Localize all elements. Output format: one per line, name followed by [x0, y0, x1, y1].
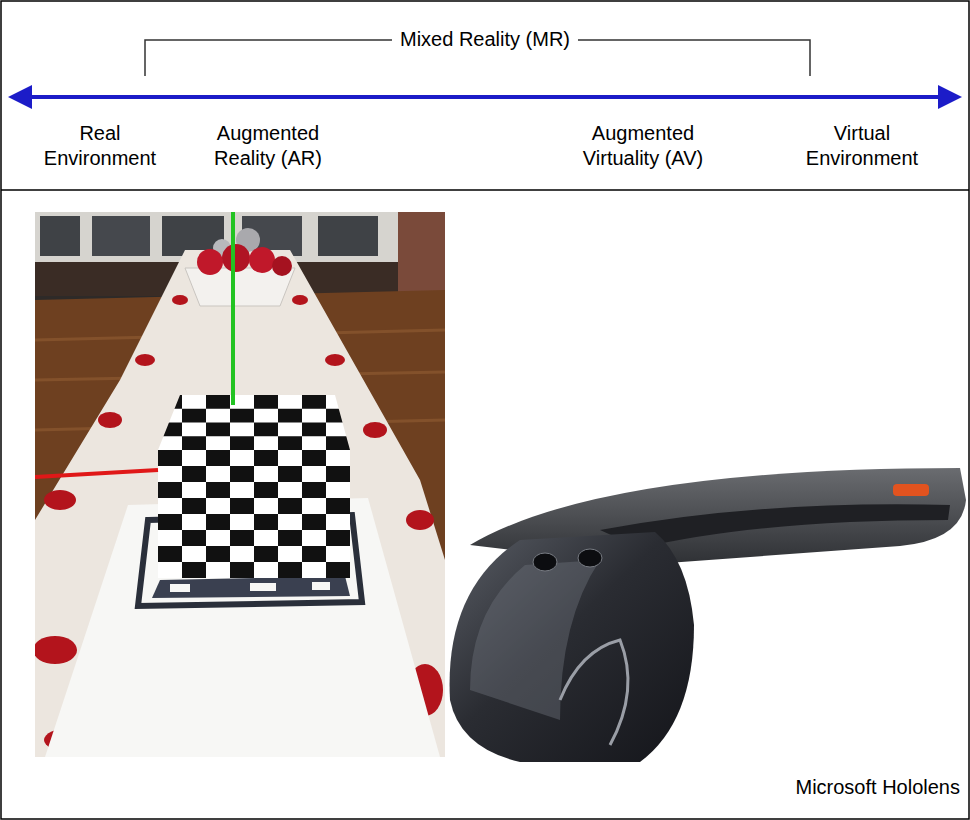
- photo-background: [35, 212, 445, 757]
- scale-label: Virtual Environment: [792, 121, 932, 171]
- virtual-cube-top: [158, 395, 350, 450]
- table-runner: [35, 250, 445, 757]
- headset-button: [893, 484, 929, 496]
- cloth-pattern: [135, 354, 155, 366]
- ar-photo: [35, 212, 445, 757]
- marker-pattern: [250, 583, 276, 591]
- cloth-pattern: [406, 510, 434, 530]
- window-pane: [92, 216, 150, 256]
- inner-frame: [560, 640, 628, 745]
- cloth-pattern: [172, 295, 188, 305]
- virtual-cube-front: [158, 450, 350, 578]
- visor: [450, 532, 694, 762]
- hololens-headset: [450, 468, 966, 762]
- window-pane: [318, 216, 378, 256]
- visor-reflection: [470, 560, 600, 720]
- continuum-arrow: [26, 95, 944, 99]
- y-axis-line: [231, 212, 235, 405]
- range-title: Mixed Reality (MR): [392, 27, 578, 52]
- camera-lens: [533, 553, 557, 571]
- scale-label: Augmented Reality (AR): [198, 121, 338, 171]
- ornament: [222, 244, 250, 272]
- marker-pattern: [170, 584, 190, 592]
- cloth-pattern: [363, 422, 387, 438]
- arrow-head: [938, 85, 962, 109]
- cloth-pattern: [35, 636, 77, 664]
- x-axis-line: [35, 470, 158, 477]
- window-pane: [40, 216, 80, 256]
- ornament: [272, 256, 292, 276]
- ornament: [197, 249, 223, 275]
- ornament: [249, 247, 275, 273]
- cloth-pattern: [292, 295, 308, 305]
- cloth-pattern: [98, 412, 122, 428]
- scale-label: Augmented Virtuality (AV): [573, 121, 713, 171]
- camera-lens: [578, 549, 602, 567]
- marker-pattern: [152, 576, 350, 598]
- marker-pattern: [312, 582, 330, 590]
- cloth-pattern: [325, 354, 345, 366]
- table-divider: [1, 189, 969, 191]
- image-caption: Microsoft Hololens: [795, 775, 960, 800]
- scale-label: Real Environment: [30, 121, 170, 171]
- cloth-pattern: [44, 490, 76, 510]
- arrow-head: [8, 85, 32, 109]
